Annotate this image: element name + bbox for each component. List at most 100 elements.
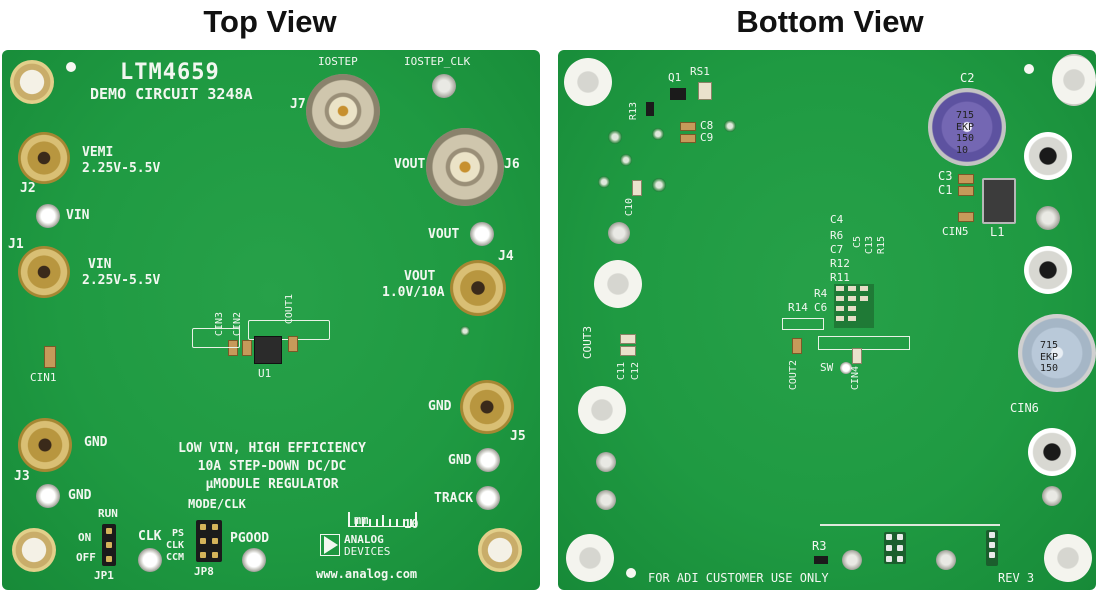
- center-component-cluster: [834, 284, 874, 328]
- gnd-test-point-right[interactable]: [476, 448, 500, 472]
- mount-hole-top-right: [1052, 54, 1096, 106]
- mount-hole-bottom-left: [12, 528, 56, 572]
- cout1-label: COUT1: [284, 294, 295, 325]
- cluster-outline: [818, 336, 910, 350]
- vout-test-point[interactable]: [470, 222, 494, 246]
- sw-test-point[interactable]: [840, 362, 852, 374]
- via: [598, 176, 610, 188]
- j3-label: J3: [14, 469, 30, 484]
- ruler-mm-label: mm: [354, 513, 369, 527]
- j1-binding-post[interactable]: [18, 246, 70, 298]
- clk-test-point[interactable]: [138, 548, 162, 572]
- c9-label: C9: [700, 131, 714, 144]
- right-terminal-2[interactable]: [1024, 246, 1072, 294]
- silk-line: [820, 524, 1000, 526]
- c2-electrolytic-capacitor: [928, 88, 1006, 166]
- analog-devices-logo: [320, 534, 340, 556]
- jp1-jumper[interactable]: [102, 524, 116, 566]
- mount-hole-top-left: [564, 58, 612, 106]
- iostep-label: IOSTEP: [318, 55, 358, 68]
- via: [724, 120, 736, 132]
- vout-label: VOUT: [404, 269, 436, 284]
- gnd-tp-right-label: GND: [448, 453, 472, 468]
- vout-rating-label: 1.0V/10A: [382, 285, 445, 300]
- c3-capacitor: [958, 174, 974, 184]
- cin3-capacitor: [242, 340, 252, 356]
- analog-label: ANALOG: [344, 533, 384, 546]
- r14-label: R14: [788, 301, 808, 314]
- test-point[interactable]: [842, 550, 862, 570]
- cout3-capacitor-b: [620, 346, 636, 356]
- rs1-label: RS1: [690, 65, 710, 78]
- vin-test-point[interactable]: [36, 204, 60, 228]
- clk-label: CLK: [166, 540, 185, 551]
- r4-label: R4: [814, 287, 828, 300]
- j7-label: J7: [290, 97, 306, 112]
- track-test-point[interactable]: [476, 486, 500, 510]
- test-point[interactable]: [596, 452, 616, 472]
- cout1-capacitor: [288, 336, 298, 352]
- clk-tp-label: CLK: [138, 529, 162, 544]
- test-point[interactable]: [608, 222, 630, 244]
- c6-label: C6: [814, 301, 828, 314]
- track-label: TRACK: [434, 491, 474, 506]
- gnd-tp-left-label: GND: [68, 488, 92, 503]
- c9-capacitor: [680, 134, 696, 143]
- vin-tp-label: VIN: [66, 208, 90, 223]
- c5-label: C5: [852, 236, 863, 249]
- vin-label: VIN: [88, 257, 112, 272]
- test-point[interactable]: [1042, 486, 1062, 506]
- cin6-label: CIN6: [1010, 401, 1039, 415]
- c13-label: C13: [864, 236, 875, 255]
- run-label: RUN: [98, 507, 118, 520]
- gnd-test-point-left[interactable]: [36, 484, 60, 508]
- fiducial-hole: [66, 62, 76, 72]
- description-line-1: LOW VIN, HIGH EFFICIENCY: [178, 441, 366, 456]
- c4-label: C4: [830, 213, 844, 226]
- test-point[interactable]: [596, 490, 616, 510]
- via: [460, 326, 470, 336]
- j7-bnc-connector[interactable]: [306, 74, 380, 148]
- pgood-label: PGOOD: [230, 531, 270, 546]
- jp1-label: JP1: [94, 569, 114, 582]
- test-point[interactable]: [936, 550, 956, 570]
- top-view-title: Top View: [203, 4, 337, 39]
- jp8-jumper[interactable]: [196, 520, 222, 562]
- right-terminal-3[interactable]: [1028, 428, 1076, 476]
- c7-label: C7: [830, 243, 844, 256]
- bottom-board: Q1 RS1 R13 C8 C9 C10 COUT3 C11 C12 C4 R6…: [558, 50, 1096, 590]
- left-terminal-1[interactable]: [594, 260, 642, 308]
- c1-capacitor: [958, 186, 974, 196]
- logo-triangle-icon: [324, 536, 338, 554]
- left-terminal-2[interactable]: [578, 386, 626, 434]
- vemi-range-label: 2.25V-5.5V: [82, 161, 161, 176]
- j5-binding-post[interactable]: [460, 380, 514, 434]
- rev-label: REV 3: [998, 571, 1035, 585]
- test-point[interactable]: [1036, 206, 1060, 230]
- j6-bnc-connector[interactable]: [426, 128, 504, 206]
- cin4-capacitor: [852, 348, 862, 364]
- j4-binding-post[interactable]: [450, 260, 506, 316]
- iostep-clk-test-point[interactable]: [432, 74, 456, 98]
- vemi-label: VEMI: [82, 145, 114, 160]
- r6-label: R6: [830, 229, 844, 242]
- q1-label: Q1: [668, 71, 682, 84]
- mode-clk-label: MODE/CLK: [188, 497, 246, 511]
- j2-label: J2: [20, 181, 36, 196]
- cout2-capacitor: [792, 338, 802, 354]
- right-terminal-1[interactable]: [1024, 132, 1072, 180]
- pgood-test-point[interactable]: [242, 548, 266, 572]
- jp8-label: JP8: [194, 565, 214, 578]
- r3-resistor: [814, 556, 828, 564]
- mount-hole-bottom-right: [1044, 534, 1092, 582]
- u1-label: U1: [258, 367, 272, 380]
- vout-tp-label: VOUT: [428, 227, 460, 242]
- top-board: LTM4659 DEMO CIRCUIT 3248A IOSTEP J7 IOS…: [2, 50, 540, 590]
- r3-label: R3: [812, 539, 827, 553]
- u1-chip: [254, 336, 282, 364]
- pad-array: [884, 532, 906, 564]
- j3-binding-post[interactable]: [18, 418, 72, 472]
- mount-hole-bottom-left: [566, 534, 614, 582]
- pad-column: [986, 530, 998, 566]
- j2-binding-post[interactable]: [18, 132, 70, 184]
